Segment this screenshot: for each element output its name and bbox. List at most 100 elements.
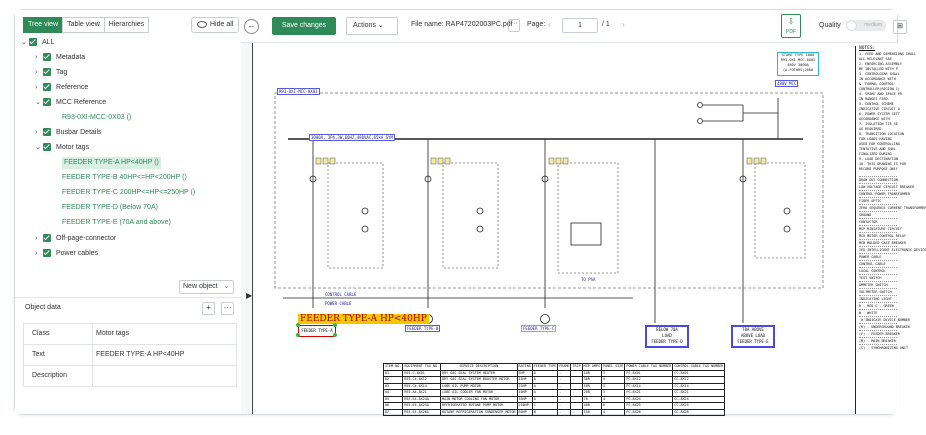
app-window: Tree view Table view Hierarchies Hide al… bbox=[14, 9, 926, 416]
incoming-tag[interactable]: STORE TYPE 1000 R93-0X1-MCC-0X02 480V 30… bbox=[777, 52, 819, 76]
new-object-dropdown[interactable]: New object⌄ bbox=[179, 280, 234, 294]
tree-item-power-cables[interactable]: ›Power cables bbox=[35, 248, 98, 260]
chevron-right-icon[interactable]: › bbox=[35, 84, 38, 91]
load-schedule-table: ITEM NO. EQUIPMENT TAG NO. SERVICE DESCR… bbox=[382, 363, 726, 416]
tree-leaf-feeder-d[interactable]: FEEDER TYPE-D (Below 70A) bbox=[62, 204, 158, 211]
table-header: TRIP bbox=[570, 363, 583, 371]
tab-tree-view[interactable]: Tree view bbox=[23, 17, 64, 33]
feeder-c-tag[interactable]: FEEDER TYPE-C bbox=[521, 325, 557, 332]
resize-handle[interactable] bbox=[296, 333, 300, 337]
feeder-d-line: LOAD bbox=[662, 333, 672, 338]
selected-feeder-box[interactable]: FEEDER TYPE-A bbox=[298, 325, 336, 337]
resize-handle[interactable] bbox=[296, 323, 300, 327]
drawing-sheet[interactable]: R93-0XI-MCC-0X03 3000A, 3Ph,3W,60HZ,480V… bbox=[252, 43, 926, 416]
property-value[interactable]: FEEDER TYPE-A HP<40HP bbox=[96, 351, 185, 358]
checkbox[interactable] bbox=[43, 83, 51, 92]
tree-item-mcc-reference[interactable]: ⌄MCC Reference bbox=[35, 97, 106, 109]
table-cell: PC-8X26 bbox=[624, 408, 674, 416]
feeder-e-line: ABOVE LOAD bbox=[740, 333, 766, 338]
resize-handle[interactable] bbox=[333, 333, 337, 337]
checkbox[interactable] bbox=[43, 234, 51, 243]
tree-item-motor-tags[interactable]: ⌄ Motor tags bbox=[35, 142, 89, 154]
object-data-header: Object data + ··· bbox=[15, 297, 241, 318]
save-changes-button[interactable]: Save changes bbox=[272, 17, 336, 35]
resize-handle[interactable] bbox=[333, 323, 337, 327]
tree-leaf-feeder-a[interactable]: FEEDER TYPE-A HP<40HP () bbox=[62, 157, 161, 169]
back-button[interactable]: ← bbox=[244, 19, 259, 34]
chevron-down-icon[interactable]: ⌄ bbox=[21, 39, 27, 46]
feeder-e-box[interactable]: 70A ABOVE ABOVE LOAD FEEDER TYPE-E bbox=[731, 325, 775, 348]
file-more-button[interactable]: ··· bbox=[508, 19, 520, 32]
chevron-right-icon[interactable]: › bbox=[35, 69, 38, 76]
table-cell: 150 bbox=[581, 408, 603, 416]
tree-leaf-feeder-b[interactable]: FEEDER TYPE-B 40HP<=HP<200HP () bbox=[62, 174, 187, 181]
property-key: Class bbox=[24, 324, 93, 344]
checkbox[interactable] bbox=[43, 53, 51, 62]
feeder-b-tag[interactable]: FEEDER TYPE-B bbox=[405, 325, 441, 332]
checkbox[interactable] bbox=[43, 98, 51, 107]
note-line: 6. POWER SYSTEM SETT bbox=[859, 112, 900, 116]
note-line: ALL RELEVANT SAE bbox=[859, 57, 892, 61]
tree-item-all[interactable]: ⌄ALL bbox=[21, 37, 54, 49]
tree-item-reference[interactable]: ›Reference bbox=[35, 82, 88, 94]
new-object-label: New object bbox=[183, 283, 218, 290]
chevron-right-icon[interactable]: › bbox=[35, 235, 38, 242]
tab-hierarchies[interactable]: Hierarchies bbox=[103, 17, 150, 33]
checkbox[interactable] bbox=[43, 68, 51, 77]
more-options-button[interactable]: ··· bbox=[221, 302, 234, 315]
tree-item-tag[interactable]: ›Tag bbox=[35, 67, 67, 79]
table-cell: 4 bbox=[600, 408, 626, 416]
to-psa-label: TO PSA bbox=[581, 277, 596, 282]
add-property-button[interactable]: + bbox=[202, 302, 215, 315]
download-pdf-button[interactable]: ⇩PDF bbox=[781, 14, 801, 38]
table-header: PANEL SIZE bbox=[600, 363, 626, 371]
actions-dropdown[interactable]: Actions ⌄ bbox=[346, 17, 398, 35]
tree-item-metadata[interactable]: ›Metadata bbox=[35, 52, 85, 64]
grid-view-button[interactable]: ⊞ bbox=[893, 20, 907, 34]
legend-item: VOLTMETER SWITCH bbox=[859, 288, 897, 295]
tab-table-view[interactable]: Table view bbox=[62, 17, 105, 33]
incoming-line: STORE TYPE 1000 bbox=[781, 53, 815, 57]
tree-item-off-page-connector[interactable]: ›Off-page-connector bbox=[35, 233, 116, 245]
selected-feeder-highlight[interactable]: FEEDER TYPE-A HP<40HP bbox=[298, 314, 429, 324]
chevron-down-icon[interactable]: ⌄ bbox=[35, 144, 41, 151]
tree-leaf-mcc[interactable]: R93-0XI-MCC-0X03 () bbox=[62, 114, 132, 121]
note-line: TENTATIVE AND SHAL bbox=[859, 147, 896, 151]
note-line: IN ACCORDANCE WITH bbox=[859, 77, 896, 81]
chevron-right-icon[interactable]: › bbox=[35, 250, 38, 257]
mcc-tag[interactable]: R93-0XI-MCC-0X03 bbox=[277, 88, 320, 95]
download-icon: ⇩ bbox=[787, 17, 795, 26]
chevron-right-icon[interactable]: › bbox=[35, 54, 38, 61]
mcc-small-tag[interactable]: 480V MCC bbox=[775, 80, 799, 87]
toggle-knob bbox=[847, 21, 856, 30]
page-label: Page: bbox=[527, 21, 546, 28]
prev-page-button[interactable]: ‹ bbox=[548, 20, 551, 29]
file-name: File name: RAP47202003PC.pdf bbox=[411, 21, 513, 28]
feeder-d-box[interactable]: BELOW 70A LOAD FEEDER TYPE-D bbox=[645, 325, 689, 348]
page-input[interactable]: 1 bbox=[562, 18, 598, 33]
chevron-down-icon[interactable]: ⌄ bbox=[35, 99, 41, 106]
legend-item: R - RED G - GREEN bbox=[859, 302, 897, 309]
legend-item: MCR MOTOR CONTROL RELAY bbox=[859, 232, 906, 238]
expand-panel-icon[interactable]: ▶ bbox=[246, 291, 253, 300]
quality-toggle[interactable]: medium bbox=[846, 20, 886, 31]
next-page-button[interactable]: › bbox=[622, 20, 625, 29]
table-cell: R93-E4-8X26A bbox=[402, 408, 442, 416]
checkbox[interactable] bbox=[43, 249, 51, 258]
note-line: 8. TRANSITION LOCATION bbox=[859, 132, 904, 136]
checkbox[interactable] bbox=[43, 128, 51, 137]
tree-label: Motor tags bbox=[56, 144, 90, 151]
document-canvas[interactable]: ▶ bbox=[241, 43, 926, 416]
chevron-right-icon[interactable]: › bbox=[35, 129, 38, 136]
tree-item-busbar-details[interactable]: ›Busbar Details bbox=[35, 127, 102, 139]
hide-all-button[interactable]: Hide all bbox=[191, 17, 240, 33]
tree-leaf-feeder-c[interactable]: FEEDER TYPE-C 200HP<=HP<=250HP () bbox=[62, 189, 196, 196]
property-value[interactable]: Motor tags bbox=[96, 330, 130, 337]
checkbox[interactable] bbox=[29, 38, 37, 47]
tree-leaf-feeder-e[interactable]: FEEDER TYPE-E (70A and above) bbox=[62, 219, 171, 226]
busbar-tag[interactable]: 3000A, 3Ph,3W,60HZ,480VAC,65kA SYM bbox=[309, 134, 395, 141]
checkbox[interactable] bbox=[43, 143, 51, 152]
property-row: Description bbox=[23, 365, 237, 387]
